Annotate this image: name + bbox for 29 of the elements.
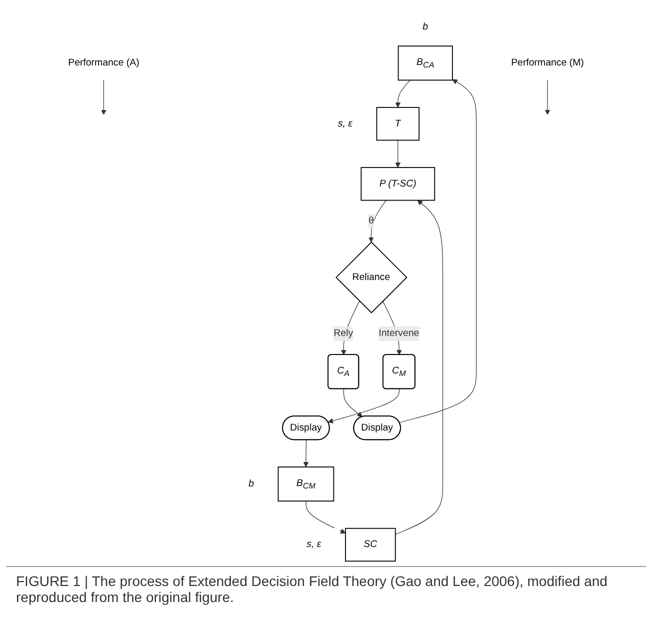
edge-label: θ — [368, 216, 374, 226]
node-label: b — [248, 478, 254, 489]
node-text: Performance (A) — [68, 58, 140, 68]
flow-diagram: θ Rely Intervene b Performance (A) B$_{CA}$ Performance (M) s, ε T P (T-SC) Reliance C$_{A}$ C$_{M}$ Display Display b B$_{CM}$ s, ε SC — [6, 6, 646, 566]
node-label: s, ε — [338, 118, 352, 129]
node-label: b — [422, 22, 428, 32]
arrow — [343, 388, 363, 418]
node-box — [376, 107, 420, 141]
arrow — [544, 79, 550, 115]
node-box — [345, 528, 396, 562]
arrow — [395, 140, 401, 168]
node-text: Performance (M) — [511, 58, 584, 68]
arrow — [399, 79, 477, 423]
arrow — [328, 388, 400, 424]
node-diamond — [336, 242, 408, 314]
arrow — [340, 300, 360, 356]
arrow — [306, 500, 346, 534]
arrow — [395, 80, 410, 108]
arrow — [303, 440, 309, 468]
figure-caption: FIGURE 1 | The process of Extended Decision Field Theory (Gao and Lee, 2006), modified and reproduced from the original figure. — [6, 566, 646, 611]
node-box — [360, 167, 436, 201]
arrow — [101, 79, 106, 115]
edge-label: Intervene — [378, 328, 420, 339]
arrow — [395, 200, 444, 535]
node-box — [398, 46, 453, 81]
edge-label: Rely — [334, 328, 354, 339]
node-label: s, ε — [306, 539, 322, 550]
arrow — [368, 200, 386, 242]
node-box — [278, 466, 334, 502]
